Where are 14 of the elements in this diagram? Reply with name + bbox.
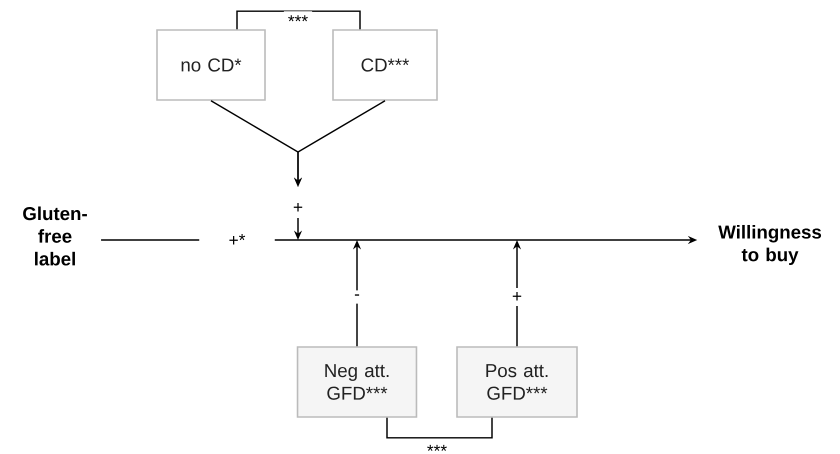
process-box: Neg att. GFD*** <box>296 346 418 418</box>
edge-label: *** <box>422 440 452 454</box>
edge-label: +* <box>199 230 275 250</box>
edge-label: + <box>288 199 308 217</box>
bracket-line <box>386 418 493 439</box>
edge-label: + <box>508 288 526 306</box>
variable-label: Gluten-free label <box>23 206 87 266</box>
process-box: Pos att. GFD*** <box>456 346 578 418</box>
edge-label: - <box>350 290 364 304</box>
bracket-line <box>236 10 361 30</box>
process-box: CD*** <box>332 29 438 101</box>
variable-label: Willingness to buy <box>718 224 822 266</box>
edge-label: *** <box>284 11 312 32</box>
process-box: no CD* <box>156 29 266 101</box>
